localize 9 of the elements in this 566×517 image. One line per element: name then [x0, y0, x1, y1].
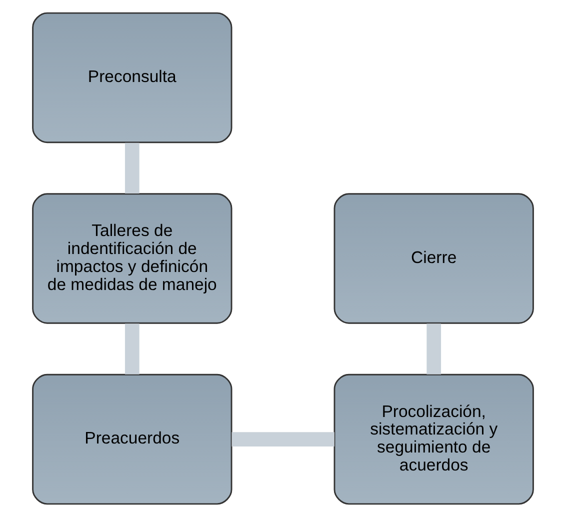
- node-box: Preacuerdos: [32, 374, 232, 505]
- node-box: Preconsulta: [32, 12, 232, 144]
- node-box: Procolización, sistematización y seguimiento de acuerdos: [334, 374, 534, 505]
- connector: [232, 432, 334, 446]
- node-box: Cierre: [334, 193, 534, 324]
- connector: [426, 324, 442, 374]
- connector: [124, 324, 140, 374]
- connector: [124, 142, 140, 194]
- node-box: Talleres de indentificación de impactos y definicón de medidas de manejo: [32, 193, 232, 324]
